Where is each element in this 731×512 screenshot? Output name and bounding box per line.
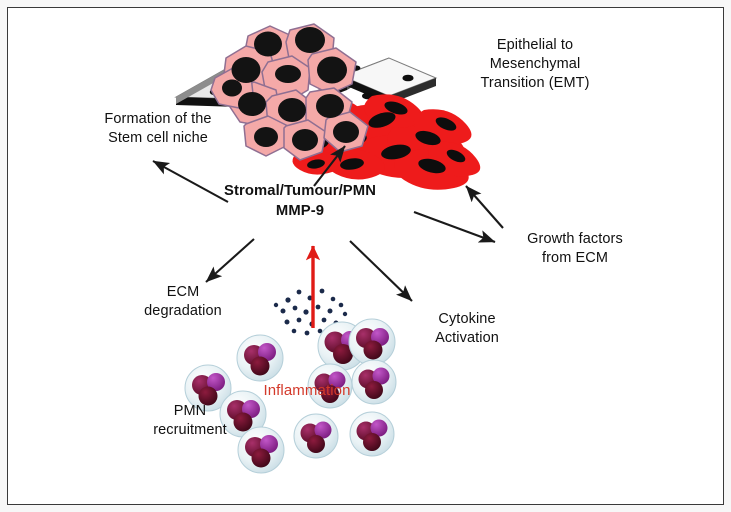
label-stem-cell-niche: Formation of the Stem cell niche: [104, 111, 212, 147]
label-ecm-degradation: ECM degradation: [144, 284, 222, 320]
label-inflammation: Inflammation: [263, 382, 351, 399]
label-pmn-recruitment: PMN recruitment: [153, 403, 227, 439]
label-growth-factors: Growth factors from ECM: [527, 231, 623, 267]
label-emt: Epithelial to Mesenchymal Transition (EM…: [480, 37, 590, 92]
label-mmp9-source: Stromal/Tumour/PMN MMP-9: [224, 183, 376, 219]
label-cytokine-activation: Cytokine Activation: [435, 311, 499, 347]
